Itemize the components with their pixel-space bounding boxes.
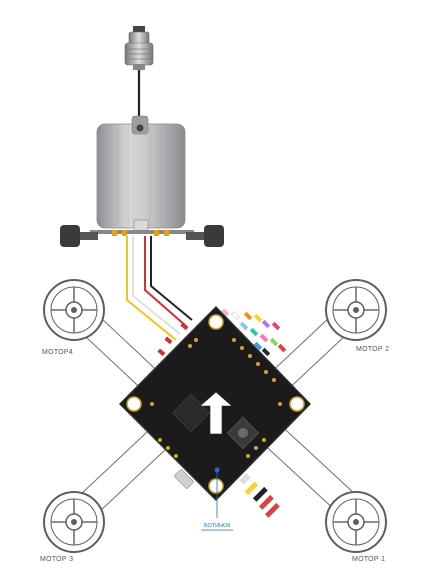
motor-mount-2 [325,279,387,341]
boot-button-label: БОТИНОК [204,523,231,529]
motor-mount-3 [43,491,105,553]
left-knob [60,225,98,247]
motor3-label: МОТОР 3 [40,556,73,563]
pin-tags-top [221,308,287,357]
boot-button-callout [201,472,233,531]
motor-mount-1 [325,491,387,553]
pin-tags-bottom [244,481,280,518]
direction-arrow-icon [199,391,233,435]
right-knob [186,225,224,247]
camera-body [90,115,194,234]
motor1-label: МОТОР 1 [352,556,385,563]
motor4-label: МОТОР4 [42,349,73,356]
signal-wires [126,236,193,341]
motor2-label: МОТОР 2 [356,346,389,353]
rail-connectors [112,230,169,236]
motor-mount-4 [43,279,105,341]
power-connector-plug [124,26,154,116]
